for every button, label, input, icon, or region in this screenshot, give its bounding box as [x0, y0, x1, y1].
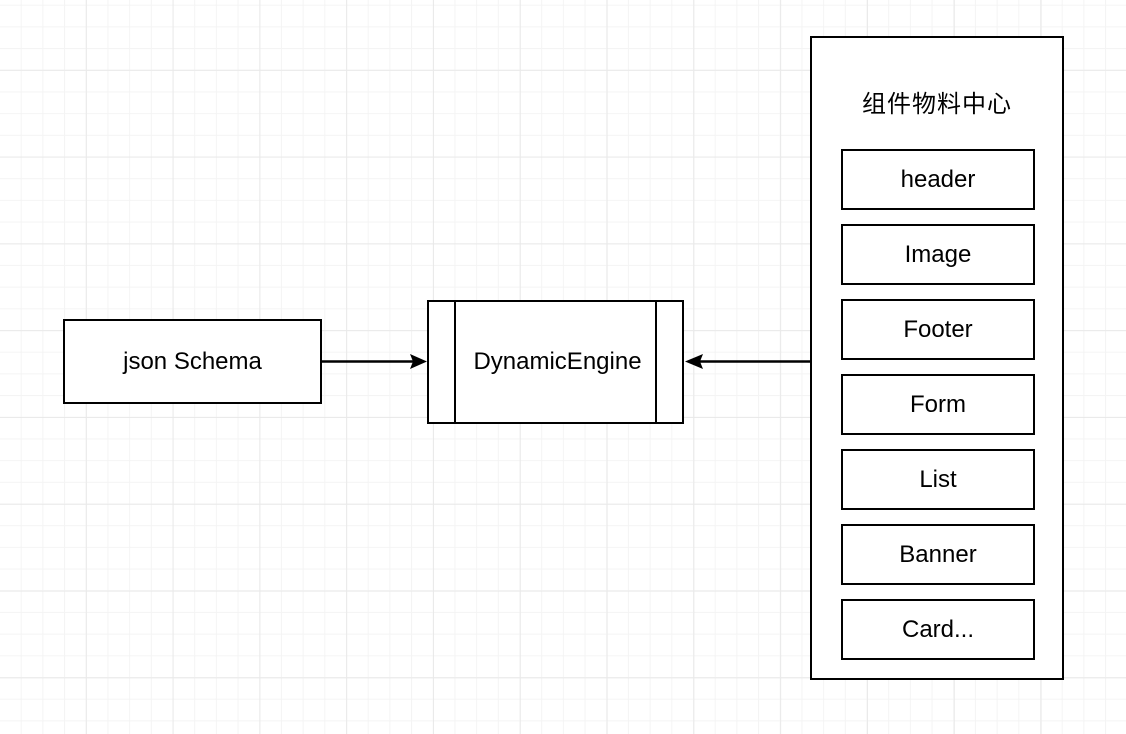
material-item-label: Footer — [903, 315, 973, 343]
material-item-form[interactable]: Form — [841, 374, 1035, 435]
node-material-center[interactable]: 组件物料中心 header Image Footer Form List Ban… — [810, 36, 1064, 680]
material-item-label: Card... — [901, 615, 975, 643]
material-item-card[interactable]: Card... — [841, 599, 1035, 660]
material-item-label: Banner — [899, 540, 977, 568]
material-item-header[interactable]: header — [841, 149, 1035, 210]
process-divider-left-icon — [454, 299, 456, 425]
material-item-list[interactable]: List — [841, 449, 1035, 510]
edge-json-schema-to-dynamic-engine — [322, 354, 427, 369]
node-json-schema-label: json Schema — [123, 347, 262, 375]
node-dynamic-engine-label: DynamicEngine — [473, 348, 642, 375]
material-item-image[interactable]: Image — [841, 224, 1035, 285]
material-item-label: header — [900, 165, 976, 193]
node-json-schema[interactable]: json Schema — [63, 319, 322, 404]
material-center-list: header Image Footer Form List Banner Car… — [841, 149, 1035, 660]
process-divider-right-icon — [655, 299, 657, 425]
edge-material-center-to-dynamic-engine — [685, 354, 812, 369]
material-item-label: Image — [904, 240, 972, 268]
material-center-title: 组件物料中心 — [862, 91, 1012, 118]
material-item-label: List — [919, 465, 957, 493]
material-item-footer[interactable]: Footer — [841, 299, 1035, 360]
material-item-banner[interactable]: Banner — [841, 524, 1035, 585]
node-dynamic-engine[interactable]: DynamicEngine — [427, 299, 684, 425]
material-item-label: Form — [910, 390, 966, 418]
